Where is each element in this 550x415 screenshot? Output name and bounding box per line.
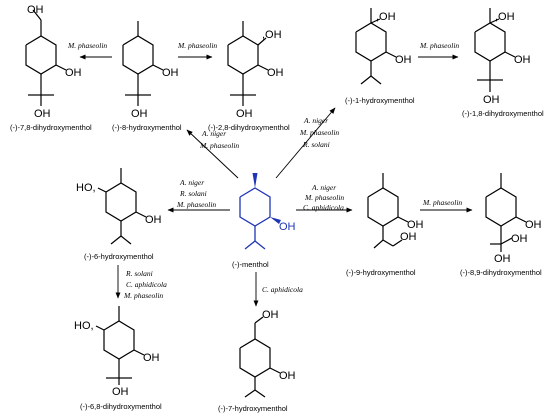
oh-label: OH bbox=[262, 309, 279, 321]
organism-label: R. solani bbox=[179, 189, 207, 198]
oh-label: OH bbox=[145, 214, 162, 226]
oh-label: OH bbox=[400, 231, 417, 243]
organism-label: A. niger bbox=[179, 178, 204, 187]
compound-name: (-)-7-hydroxymenthol bbox=[218, 404, 288, 413]
organism-label: M. phaseolin bbox=[176, 200, 216, 209]
oh-label: OH bbox=[65, 67, 82, 79]
oh-label: OH bbox=[267, 67, 284, 79]
compound-name: (-)-7,8-dihydroxymenthol bbox=[10, 123, 92, 132]
organism-label: M. phaseolin bbox=[123, 291, 163, 300]
oh-label: OH bbox=[279, 370, 296, 382]
compound-name: (-)-6-hydroxymenthol bbox=[84, 252, 154, 261]
oh-label: OH bbox=[407, 219, 424, 231]
compound-name: (-)-6,8-dihydroxymenthol bbox=[80, 402, 162, 411]
structure-6-8-dihydroxymenthol: HO, OH OH bbox=[74, 306, 160, 398]
oh-label: OH bbox=[162, 67, 179, 79]
organism-label: R. solani bbox=[125, 269, 153, 278]
organism-label: M. phaseolin bbox=[299, 128, 339, 137]
structure-7-hydroxymenthol: OH OH bbox=[239, 309, 296, 398]
organism-label: M. phaseolin bbox=[177, 41, 217, 50]
structure-7-8-dihydroxymenthol: OH OH OH bbox=[25, 4, 82, 120]
compound-name: (-)-1,8-dihydroxymenthol bbox=[462, 109, 544, 118]
organism-label: A. niger bbox=[201, 129, 226, 138]
organism-label: C. aphidicola bbox=[303, 203, 344, 212]
organism-label: M. phaseolin bbox=[199, 141, 239, 150]
organism-label: M. phaseolin bbox=[419, 41, 459, 50]
compound-name: (-)-1-hydroxymenthol bbox=[345, 96, 415, 105]
compound-name: (-)-8-hydroxymenthol bbox=[112, 123, 182, 132]
structure-8-hydroxymenthol: OH OH bbox=[122, 21, 179, 120]
reaction-arrow bbox=[186, 129, 239, 179]
oh-label: OH bbox=[494, 253, 511, 265]
organism-label: M. phaseolin bbox=[67, 41, 107, 50]
compound-name: (-)-9-hydroxymenthol bbox=[346, 268, 416, 277]
structure-1-8-dihydroxymenthol: ,OH OH OH bbox=[474, 8, 531, 106]
oh-label: ,OH bbox=[376, 11, 396, 23]
structure-6-hydroxymenthol: HO, OH bbox=[76, 168, 162, 245]
oh-label: ,OH bbox=[495, 11, 515, 23]
oh-label: OH bbox=[395, 54, 412, 66]
oh-label: OH bbox=[514, 54, 531, 66]
organism-label: A. niger bbox=[303, 116, 328, 125]
oh-label: OH bbox=[27, 4, 44, 16]
organism-label: M. phaseolin bbox=[422, 198, 462, 207]
oh-label: OH bbox=[525, 219, 542, 231]
oh-label: OH bbox=[131, 108, 148, 120]
organism-label: M. phaseolin bbox=[304, 193, 344, 202]
oh-label: OH bbox=[236, 108, 253, 120]
compound-name: (-)-menthol bbox=[232, 260, 269, 269]
structure-9-hydroxymenthol: OH OH bbox=[367, 173, 424, 249]
ho-label: HO, bbox=[76, 182, 96, 194]
structure-1-hydroxymenthol: ,OH OH bbox=[355, 8, 412, 85]
organism-label: C. aphidicola bbox=[262, 285, 303, 294]
structure-8-9-dihydroxymenthol: OH OH OH bbox=[485, 173, 542, 265]
oh-label: OH bbox=[112, 386, 129, 398]
oh-label: OH bbox=[483, 94, 500, 106]
compound-name: (-)-2,8-dihydroxymenthol bbox=[208, 123, 290, 132]
compound-name: (-)-8,9-dihydroxymenthol bbox=[460, 268, 542, 277]
oh-label: OH bbox=[143, 352, 160, 364]
organism-label: A. niger bbox=[311, 183, 336, 192]
oh-label: ,OH bbox=[262, 29, 282, 41]
ho-label: HO, bbox=[74, 320, 94, 332]
oh-label: OH bbox=[511, 233, 528, 245]
reaction-arrow bbox=[275, 107, 336, 179]
oh-label: OH bbox=[34, 108, 51, 120]
oh-label: OH bbox=[279, 221, 296, 233]
structure-2-8-dihydroxymenthol: ,OH OH OH bbox=[227, 21, 284, 120]
organism-label: R. solani bbox=[302, 140, 330, 149]
organism-label: C. aphidicola bbox=[126, 280, 167, 289]
structure-menthol: OH bbox=[239, 173, 296, 250]
